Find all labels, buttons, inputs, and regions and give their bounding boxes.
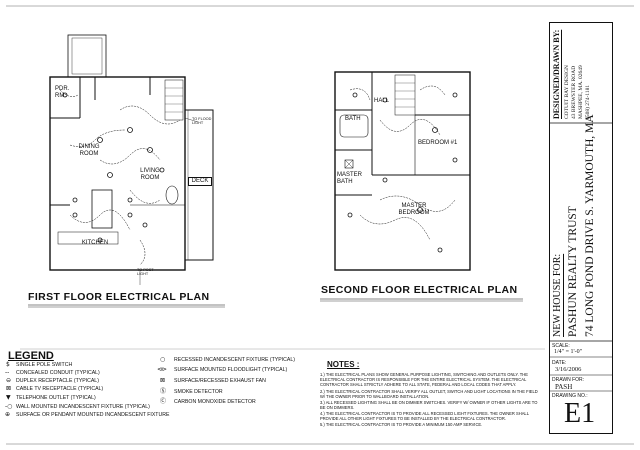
legend-item-label: WALL MOUNTED INCANDESCENT FIXTURE (TYPIC… [16, 404, 150, 410]
legend-item-label: SURFACE OR PENDANT MOUNTED INCANDESCENT … [16, 412, 170, 418]
room-label-bedroom-1: BEDROOM #1 [418, 140, 458, 146]
drawn-for-value: PASH [555, 383, 573, 391]
room-label-bath: BATH [345, 116, 361, 122]
legend-item-label: DUPLEX RECEPTACLE (TYPICAL) [16, 378, 99, 384]
first-floor-title: FIRST FLOOR ELECTRICAL PLAN [28, 291, 210, 303]
legend-item-label: TELEPHONE OUTLET (TYPICAL) [16, 395, 96, 401]
scale-value: 1/4" = 1'-0" [554, 349, 583, 355]
surface-pendant-fixture-icon: ⊕ [5, 411, 11, 418]
room-label-dining-room: DINING ROOM [78, 144, 100, 157]
scale-label: SCALE: [552, 343, 570, 349]
title-block: DESIGNED/DRAWN BY: COTUIT BAY DESIGN 43 … [549, 22, 613, 434]
date-label: DATE: [552, 360, 567, 366]
legend-item-label: CARBON MONOXIDE DETECTOR [174, 399, 256, 405]
designer-line: (508) 274-1181 [585, 84, 591, 119]
telephone-outlet-icon: ▼ [6, 394, 11, 401]
designer-line: COTUIT BAY DESIGN [564, 65, 570, 119]
recessed-fixture-icon: ○ [160, 356, 166, 363]
legend-item-label: CONCEALED CONDUIT (TYPICAL) [16, 370, 100, 376]
single-pole-switch-icon: $ [6, 361, 10, 368]
annotation-flood-light: TO FLOOD LIGHT [192, 117, 212, 125]
designed-by-label: DESIGNED/DRAWN BY: [552, 29, 561, 119]
new-house-for-label: NEW HOUSE FOR: [552, 253, 563, 337]
designer-line: 43 BREWSTER ROAD [571, 65, 577, 119]
client-name: PASHUN REALTY TRUST [567, 206, 579, 337]
note-4: 4.) THE ELECTRICAL CONTRACTOR IS TO PROV… [320, 411, 529, 421]
title-block-grid [550, 122, 612, 392]
exhaust-fan-icon: ⊠ [160, 377, 166, 384]
second-floor-plan [334, 71, 471, 271]
smoke-detector-icon: Ⓢ [160, 388, 167, 395]
first-floor-plan [49, 34, 214, 285]
room-label-pdr-rm: PDR. RM. [55, 86, 70, 99]
designer-line: MASHPEE, MA. 02649 [578, 65, 584, 119]
room-label-hall: HALL [374, 98, 390, 104]
co-detector-icon: Ⓒ [160, 398, 167, 405]
legend-item-label: CABLE TV RECEPTACLE (TYPICAL) [16, 386, 104, 392]
legend-item-label: RECESSED INCANDESCENT FIXTURE (TYPICAL) [174, 357, 295, 363]
room-label-kitchen: KITCHEN [81, 240, 109, 246]
floodlight-icon: ⊲⊳ [157, 366, 168, 373]
notes-title: NOTES : [327, 360, 360, 369]
room-label-master-bedroom: MASTER BEDROOM [398, 203, 430, 216]
legend-item-label: SMOKE DETECTOR [174, 389, 223, 395]
drawn-for-label: DRAWN FOR: [552, 377, 585, 383]
annotation-post-light: TO POST LIGHT [137, 268, 154, 276]
project-address: 74 LONG POND DRIVE S. YARMOUTH, MA [584, 114, 596, 337]
legend-title: LEGEND [8, 350, 54, 362]
concealed-conduit-icon: -- [5, 369, 10, 376]
room-label-master-bath: MASTER BATH [337, 172, 363, 185]
wall-mounted-fixture-icon: -○ [5, 403, 13, 410]
cable-tv-receptacle-icon: ⊠ [6, 385, 12, 392]
drawing-no-label: DRAWING NO.: [552, 393, 588, 399]
drawing-number: E1 [564, 398, 596, 429]
note-3: 3.) ALL RECESSED LIGHTING SHALL BE ON DI… [320, 400, 538, 410]
room-label-deck: DECK [188, 177, 212, 186]
duplex-receptacle-icon: ⊖ [6, 377, 12, 384]
second-floor-title: SECOND FLOOR ELECTRICAL PLAN [321, 284, 518, 296]
room-label-living-room: LIVING ROOM [140, 168, 160, 181]
legend-item-label: SINGLE POLE SWITCH [16, 362, 73, 368]
legend-item-label: SURFACE MOUNTED FLOODLIGHT (TYPICAL) [174, 367, 288, 373]
date-value: 3/16/2006 [555, 366, 582, 373]
note-2: 2.) THE ELECTRICAL CONTRACTOR SHALL VERI… [320, 389, 538, 399]
legend-item-label: SURFACE/RECESSED EXHAUST FAN [174, 378, 266, 384]
note-5: 5.) THE ELECTRICAL CONTRACTOR IS TO PROV… [320, 422, 483, 427]
note-1: 1.) THE ELECTRICAL PLANS SHOW GENERAL PU… [320, 372, 528, 387]
